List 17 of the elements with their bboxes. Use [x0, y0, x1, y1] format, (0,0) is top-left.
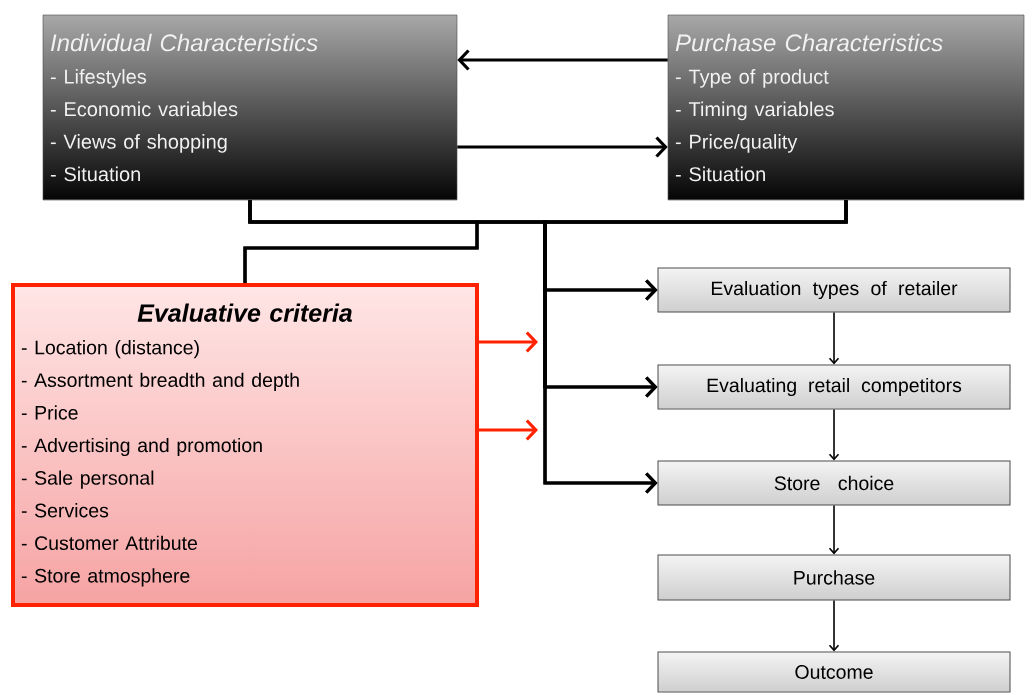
process-box: Outcome: [657, 651, 1011, 693]
process-box: Store choice: [657, 460, 1011, 506]
arrow: [828, 504, 840, 555]
characteristics-box: Individual Characteristics - Lifestyles - Economic variables - Views of shopping - Situation: [42, 14, 458, 201]
process-box: Purchase: [657, 554, 1011, 601]
process-box: Evaluation types of retailer: [657, 267, 1011, 313]
characteristics-box: Purchase Characteristics - Type of product - Timing variables - Price/quality - Situation: [667, 14, 1025, 201]
criteria-box: Evaluative criteria - Location (distance) - Assortment breadth and depth - Price - Advertising and promotion - Sale personal - Services - Customer Attribute - Store atmosphere: [11, 283, 479, 607]
arrow: [543, 200, 848, 494]
arrow: [479, 419, 538, 441]
process-box: Evaluating retail competitors: [657, 364, 1011, 410]
arrow: [828, 408, 840, 461]
arrow: [828, 311, 840, 365]
arrow: [479, 331, 538, 353]
arrow: [457, 136, 668, 158]
arrow: [457, 49, 668, 71]
arrow: [828, 599, 840, 652]
